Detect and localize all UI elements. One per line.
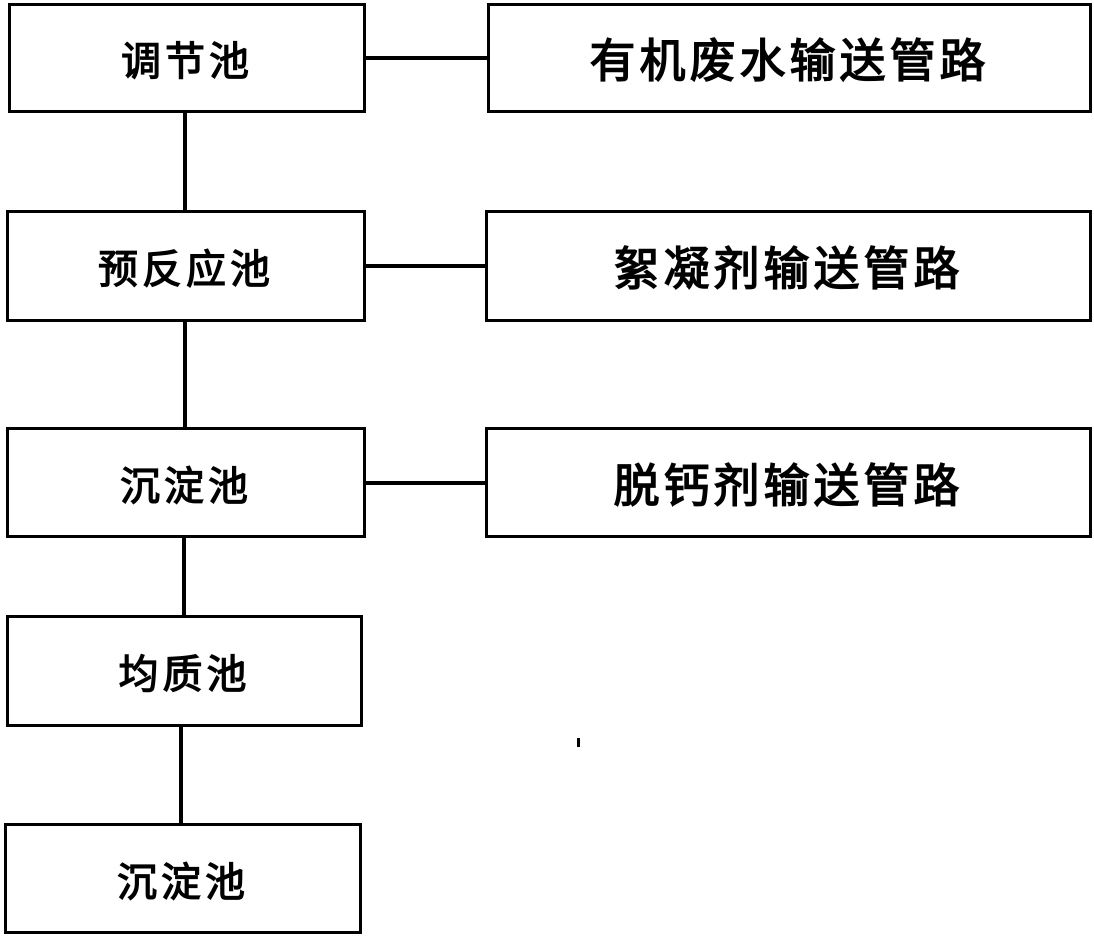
connector-regulating-to-prereaction: [183, 113, 187, 210]
connector-prereaction-to-flocculant: [366, 264, 485, 268]
pipeline-box-organic-wastewater: 有机废水输送管路: [487, 3, 1092, 113]
tank-box-regulating: 调节池: [8, 3, 366, 113]
connector-homogenization-to-sedimentation: [179, 727, 183, 823]
tank-box-sedimentation-2: 沉淀池: [4, 823, 362, 934]
connector-sedimentation-to-homogenization: [182, 538, 186, 615]
pipeline-label-organic-wastewater: 有机废水输送管路: [589, 34, 990, 88]
pipeline-label-decalcifier: 脱钙剂输送管路: [613, 458, 964, 513]
tank-label-homogenization: 均质池: [118, 652, 251, 698]
scan-speck: [577, 738, 580, 747]
pipeline-box-decalcifier: 脱钙剂输送管路: [485, 427, 1092, 538]
connector-sedimentation-to-decalcifier: [366, 481, 485, 485]
tank-box-sedimentation-1: 沉淀池: [6, 427, 366, 538]
tank-box-prereaction: 预反应池: [6, 210, 366, 322]
tank-label-sedimentation-2: 沉淀池: [117, 859, 249, 906]
connector-regulating-to-organic-wastewater: [366, 56, 487, 60]
tank-label-regulating: 调节池: [121, 39, 253, 85]
tank-label-prereaction: 预反应池: [98, 247, 274, 293]
pipeline-label-flocculant: 絮凝剂输送管路: [613, 242, 964, 296]
tank-label-sedimentation-1: 沉淀池: [120, 463, 252, 510]
pipeline-box-flocculant: 絮凝剂输送管路: [485, 210, 1092, 322]
connector-prereaction-to-sedimentation: [183, 322, 187, 427]
tank-box-homogenization: 均质池: [6, 615, 363, 727]
